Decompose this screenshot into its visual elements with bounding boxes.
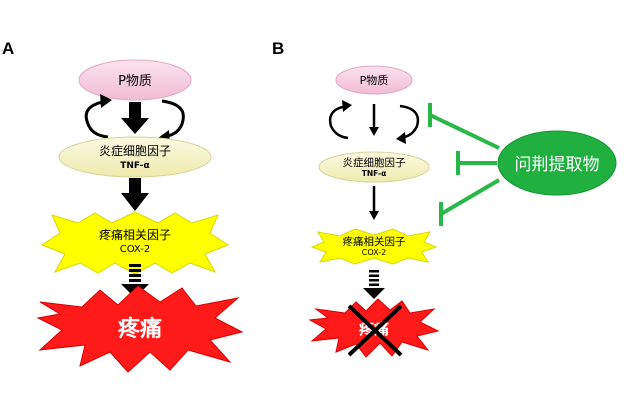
arrow-cytokine-to-cox2-b	[369, 186, 379, 220]
panel-a: A P物质 炎症细胞因子 TNF-α 疼痛相关因子 COX-2 疼	[2, 39, 244, 373]
cytokine-label: 炎症细胞因子	[99, 143, 171, 158]
panel-b-letter: B	[272, 39, 284, 58]
panel-b: B P物质 炎症细胞因子 TNF-α 疼痛相关因子 COX-2	[272, 39, 617, 358]
inhibit-line-feedback	[429, 113, 500, 150]
feedback-arc-right-b	[399, 104, 420, 140]
arrow-substance-p-to-cytokine-b	[369, 104, 379, 136]
arrow-cytokine-to-cox2	[121, 178, 149, 211]
substance-p-label: P物质	[118, 74, 152, 89]
substance-p-node	[78, 59, 192, 101]
pain-factor-label-b: 疼痛相关因子	[343, 235, 406, 248]
cytokine-sub-label-b: TNF-α	[362, 169, 387, 178]
cytokine-node	[58, 136, 212, 178]
inhibitor-node	[497, 130, 617, 196]
pain-blocked-cross-icon	[347, 304, 403, 357]
feedback-arrowhead-right-b	[396, 132, 406, 144]
cytokine-sub-label: TNF-α	[120, 161, 149, 171]
cytokine-label-b: 炎症细胞因子	[343, 156, 406, 169]
feedback-arrowhead-left-b	[342, 100, 352, 112]
inhibition-lines	[428, 103, 501, 226]
arrow-substance-p-to-cytokine	[121, 102, 149, 134]
pain-factor-label: 疼痛相关因子	[99, 227, 171, 242]
feedback-arrowhead-left	[100, 94, 112, 108]
pain-factor-node-b	[310, 228, 438, 265]
pain-factor-sub-label: COX-2	[120, 244, 151, 255]
feedback-arc-right	[161, 99, 185, 139]
substance-p-label-b: P物质	[360, 73, 389, 87]
pain-node	[36, 285, 244, 373]
feedback-arc-left	[84, 99, 109, 139]
inhibit-line-cox2	[439, 178, 501, 216]
panel-a-letter: A	[2, 39, 14, 58]
cytokine-node-b	[318, 151, 430, 183]
pain-label: 疼痛	[118, 316, 162, 342]
dashed-arrow-cox2-to-pain-b	[363, 270, 385, 299]
feedback-arc-left-b	[328, 104, 349, 140]
pain-factor-node	[40, 211, 230, 275]
inhibitor-label: 问荆提取物	[515, 155, 600, 175]
pain-factor-sub-label-b: COX-2	[362, 248, 386, 257]
substance-p-node-b	[335, 65, 413, 95]
